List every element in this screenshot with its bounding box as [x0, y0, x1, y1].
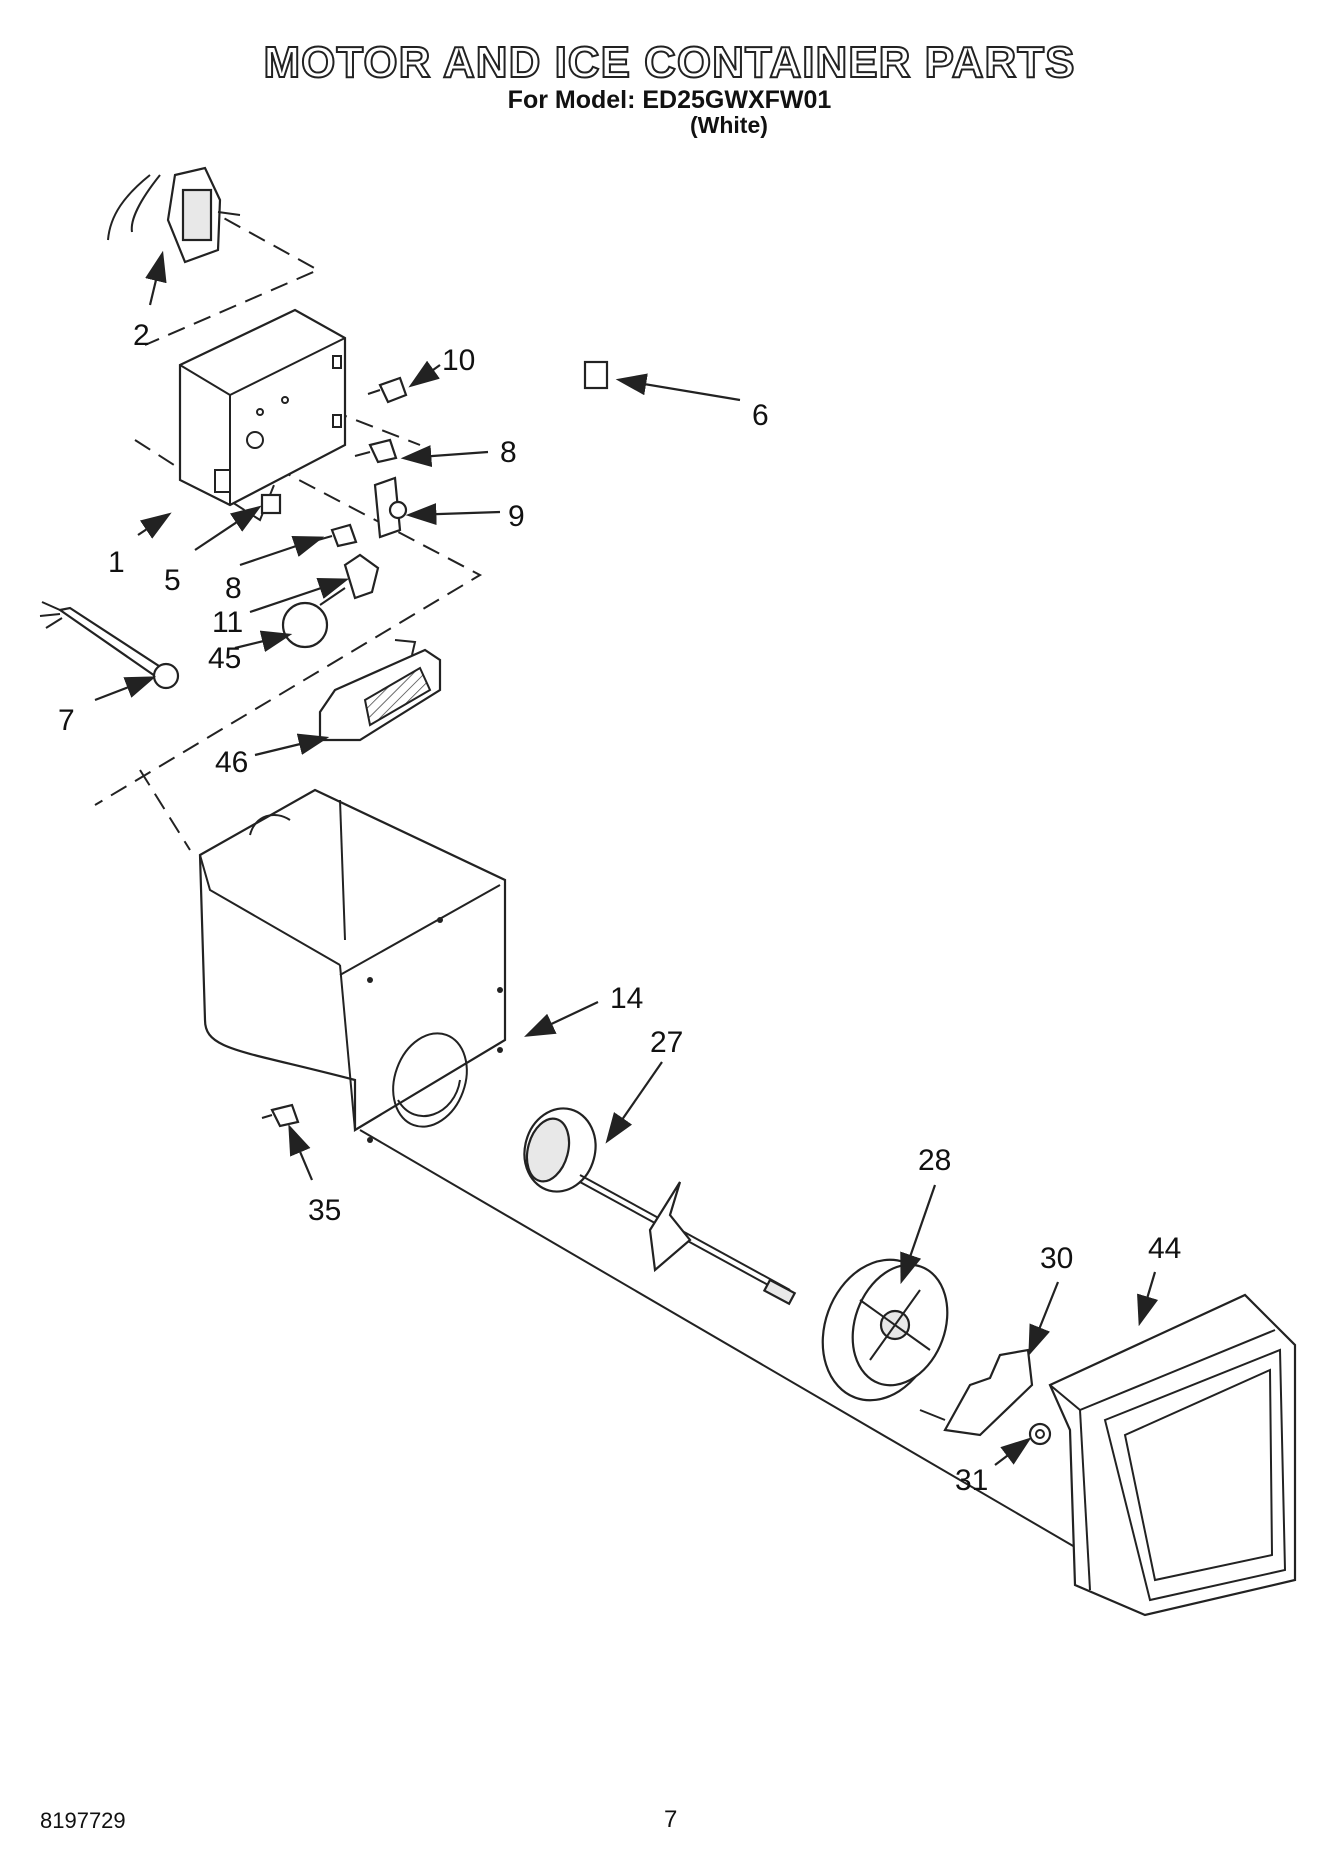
color-line: (White): [690, 112, 768, 138]
callout-14: 14: [610, 982, 643, 1015]
clip-part: [260, 360, 609, 515]
callout-5: 5: [164, 564, 181, 597]
callout-30: 30: [1040, 1242, 1073, 1275]
page-number: 7: [664, 1806, 678, 1833]
light-part: [281, 553, 380, 649]
ice-container-part: [198, 788, 507, 1143]
callout-2: 2: [133, 319, 150, 352]
light-shield-part: [318, 639, 442, 742]
callout-8b: 8: [225, 572, 242, 605]
callout-28: 28: [918, 1144, 951, 1177]
auger-part: [523, 1107, 797, 1306]
page-title: MOTOR AND ICE CONTAINER PARTS: [262, 37, 1076, 88]
document-number: 8197729: [40, 1808, 126, 1833]
callout-27: 27: [650, 1026, 683, 1059]
callout-35: 35: [308, 1194, 341, 1227]
callout-8a: 8: [500, 436, 517, 469]
callout-1: 1: [108, 546, 125, 579]
callout-10: 10: [442, 344, 475, 377]
motor-part: [107, 166, 241, 264]
callout-45: 45: [208, 642, 241, 675]
model-line: For Model: ED25GWXFW01: [507, 86, 832, 114]
callout-11: 11: [212, 606, 243, 639]
leader-arrows: [94, 250, 1159, 1466]
motor-housing-part: [178, 308, 347, 507]
callout-9: 9: [508, 500, 525, 533]
bracket-part: [373, 476, 408, 539]
screw-part: [261, 376, 408, 1128]
wire-harness-part: [39, 601, 180, 690]
drive-bracket-part: [919, 1348, 1052, 1446]
callout-labels: 2 10 6 8 9 1 5 8 11 45 7 46 14 27 35 28 …: [58, 319, 1181, 1497]
callout-44: 44: [1148, 1232, 1181, 1265]
callout-7: 7: [58, 704, 75, 737]
callout-46: 46: [215, 746, 248, 779]
callout-31: 31: [955, 1464, 988, 1497]
front-cover-part: [1048, 1293, 1297, 1617]
drum-part: [821, 1258, 949, 1402]
callout-6: 6: [752, 399, 769, 432]
